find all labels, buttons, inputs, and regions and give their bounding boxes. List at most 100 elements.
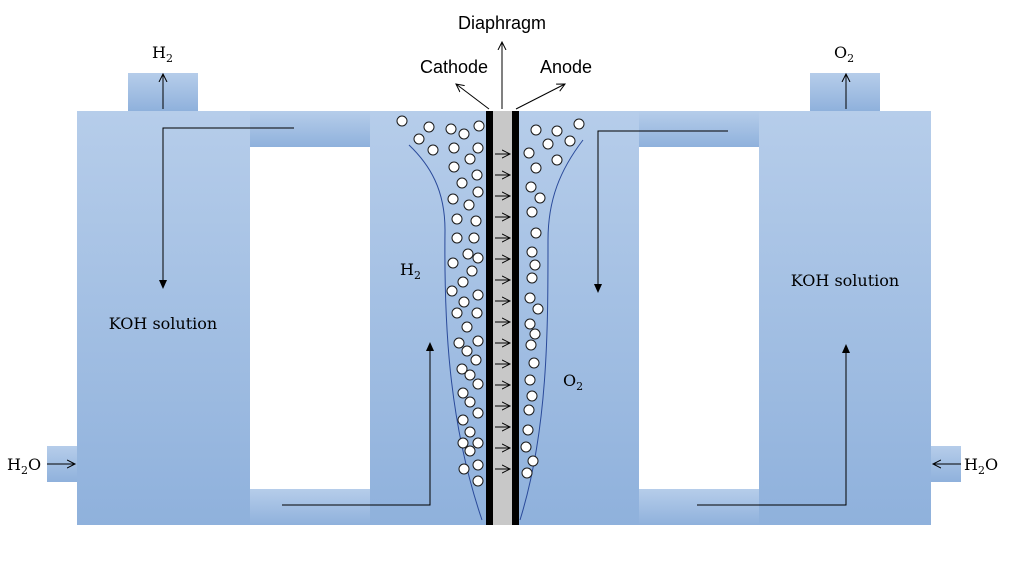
o2-bubble	[529, 328, 541, 340]
left-return-line	[282, 342, 434, 506]
o2-bubble	[530, 162, 542, 174]
h2-bubble	[461, 345, 473, 357]
h2o-left-label: H2O	[7, 455, 41, 477]
o2-bubble	[521, 467, 533, 479]
diaphragm	[492, 111, 513, 525]
h2-bubble	[456, 177, 468, 189]
h2-bubble	[464, 153, 476, 165]
o2-bubble	[525, 181, 537, 193]
h2-bubble	[464, 426, 476, 438]
h2-bubbles	[396, 115, 485, 487]
o2-bubble	[534, 192, 546, 204]
cathode-pointer-arrow	[456, 84, 490, 110]
right-downflow-line	[594, 130, 728, 293]
h2-bubble	[451, 213, 463, 225]
o2-bubble	[530, 124, 542, 136]
o2-bubble	[523, 404, 535, 416]
diaphragm-label: Diaphragm	[458, 13, 546, 33]
o2-bubble	[520, 441, 532, 453]
anode-label: Anode	[540, 57, 592, 77]
o2-bubble	[529, 259, 541, 271]
h2-bubble	[470, 215, 482, 227]
o2-bubble	[525, 339, 537, 351]
h2-bubble	[458, 296, 470, 308]
o2-bubbles	[520, 118, 585, 479]
left-bottom-pipe	[250, 489, 370, 525]
h2-bubble	[462, 248, 474, 260]
h2-bubble	[447, 257, 459, 269]
koh-right-label: KOH solution	[791, 271, 899, 290]
h2-bubble	[472, 437, 484, 449]
o2-outlet-label: O2	[834, 43, 854, 65]
o2-bubble	[551, 154, 563, 166]
o2-bubble	[523, 147, 535, 159]
o2-bubble	[551, 125, 563, 137]
o2-bubble	[542, 138, 554, 150]
h2-bubble	[470, 354, 482, 366]
h2-bubble	[446, 285, 458, 297]
o2-bubble	[526, 390, 538, 402]
o2-outlet-nozzle	[810, 73, 880, 111]
h2-bubble	[472, 335, 484, 347]
h2-bubble	[445, 123, 457, 135]
h2-bubble	[447, 193, 459, 205]
h2-bubble	[453, 337, 465, 349]
h2o-right-label: H2O	[964, 455, 998, 477]
left-top-pipe	[250, 111, 370, 147]
h2-outlet-label: H2	[152, 43, 173, 65]
h2-bubble	[457, 387, 469, 399]
left-downflow-line	[159, 127, 294, 289]
o2-inner-label: O2	[563, 371, 583, 393]
h2-bubble	[457, 414, 469, 426]
o2-plume-boundary	[519, 139, 584, 521]
o2-bubble	[532, 303, 544, 315]
h2-inner-label: H2	[400, 260, 421, 282]
cathode-electrode	[486, 111, 493, 525]
h2-bubble	[472, 289, 484, 301]
o2-bubble	[527, 455, 539, 467]
h2-bubble	[464, 396, 476, 408]
h2-bubble	[427, 144, 439, 156]
h2-bubble	[423, 121, 435, 133]
o2-bubble	[573, 118, 585, 130]
o2-bubble	[524, 318, 536, 330]
h2-bubble	[472, 378, 484, 390]
h2-bubble	[464, 445, 476, 457]
h2-bubble	[457, 276, 469, 288]
h2-bubble	[451, 232, 463, 244]
o2-bubble	[524, 374, 536, 386]
h2-bubble	[466, 265, 478, 277]
h2-bubble	[458, 463, 470, 475]
right-return-line	[697, 344, 850, 506]
ion-transport-arrows	[495, 154, 510, 469]
anode-pointer-arrow	[515, 84, 565, 110]
o2-bubble	[564, 135, 576, 147]
o2-bubble	[526, 206, 538, 218]
h2-bubble	[413, 133, 425, 145]
h2-bubble	[456, 363, 468, 375]
h2-bubble	[461, 321, 473, 333]
koh-left-label: KOH solution	[109, 314, 217, 333]
h2-bubble	[468, 232, 480, 244]
h2-bubble	[472, 459, 484, 471]
h2-bubble	[448, 142, 460, 154]
h2-bubble	[457, 437, 469, 449]
h2-bubble	[472, 252, 484, 264]
h2-bubble	[451, 307, 463, 319]
anode-electrode	[512, 111, 519, 525]
o2-bubble	[528, 357, 540, 369]
h2-bubble	[472, 475, 484, 487]
h2-bubble	[396, 115, 408, 127]
right-separator-tank	[759, 111, 931, 525]
right-bottom-pipe	[639, 489, 759, 525]
o2-bubble	[522, 424, 534, 436]
right-top-pipe	[639, 111, 759, 147]
cathode-label: Cathode	[420, 57, 488, 77]
h2-bubble	[472, 186, 484, 198]
h2-bubble	[458, 128, 470, 140]
h2-bubble	[463, 199, 475, 211]
o2-bubble	[524, 292, 536, 304]
h2-bubble	[464, 369, 476, 381]
h2-bubble	[471, 307, 483, 319]
o2-bubble	[526, 272, 538, 284]
